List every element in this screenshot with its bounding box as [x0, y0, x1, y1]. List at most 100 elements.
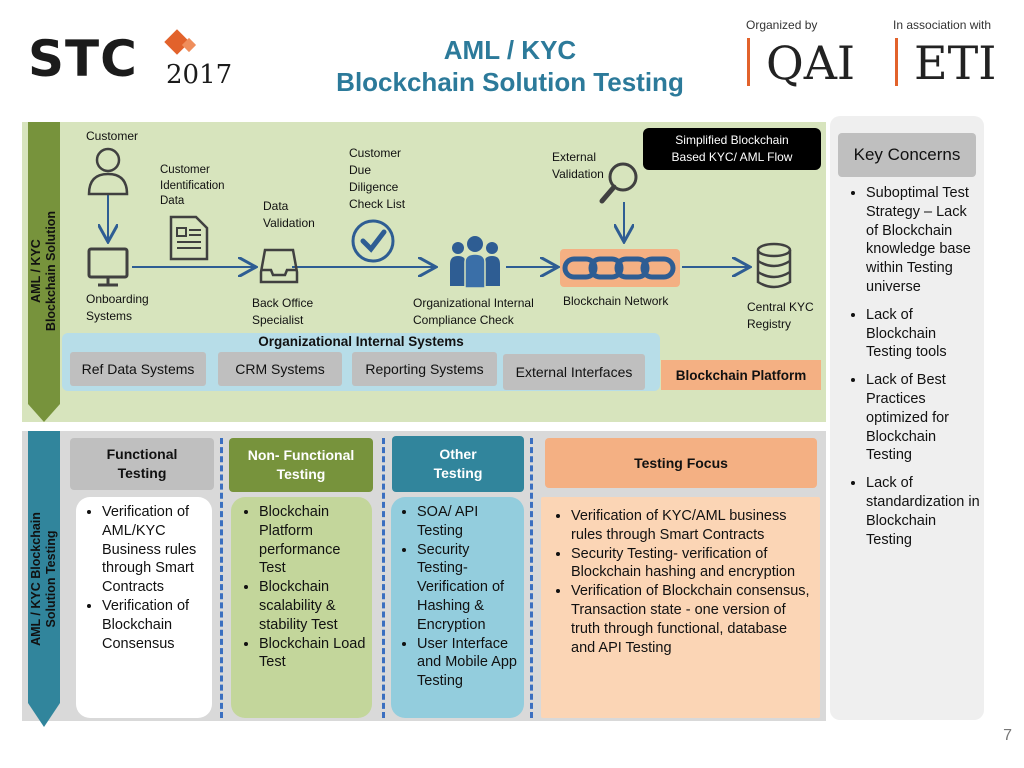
list-item: Blockchain Platform performance Test [259, 503, 368, 578]
page-title-line1: AML / KYC [443, 35, 577, 65]
page-title-line2: Blockchain Solution Testing [336, 67, 684, 97]
dd-line3: Diligence [349, 180, 399, 194]
sf-line1: Simplified Blockchain [675, 133, 789, 147]
association-label: In association with [893, 18, 992, 32]
separator-2 [382, 438, 385, 718]
back-office-label: Back Office Specialist [252, 295, 313, 329]
system-reporting: Reporting Systems [352, 352, 497, 386]
system-ref-data: Ref Data Systems [70, 352, 206, 386]
cr-line2: Registry [747, 317, 792, 331]
cid-line2: Identification [160, 179, 225, 192]
database-icon [756, 242, 792, 289]
separator-3 [530, 438, 533, 718]
list-item: Lack of Blockchain Testing tools [866, 306, 980, 362]
monitor-icon [87, 247, 129, 287]
customer-label: Customer [86, 129, 139, 143]
list-item: Security Testing- verification of Blockc… [571, 545, 812, 583]
list-item: Verification of Blockchain consensus, Tr… [571, 582, 812, 657]
customer-identification-label: Customer Identification Data [160, 163, 225, 210]
chain-icon [562, 256, 676, 280]
dd-line1: Customer [349, 146, 402, 160]
list-item: User Interface and Mobile App Testing [417, 635, 520, 691]
due-diligence-label: Customer Due Diligence Check List [349, 145, 405, 213]
dd-line2: Due [349, 163, 372, 177]
flow-side-arrow [28, 122, 60, 422]
cc-line1: Organizational Internal [413, 296, 534, 310]
stc-logo-text: STC [28, 30, 138, 88]
testing-side-label-line1: AML / KYC Blockchain [29, 512, 43, 646]
list-item: Verification of KYC/AML business rules t… [571, 507, 812, 545]
organizer-logo: QAI [766, 36, 856, 90]
external-validation-label: External Validation [552, 149, 604, 183]
key-concerns-panel [830, 116, 984, 720]
system-crm: CRM Systems [218, 352, 342, 386]
other-testing-list: SOA/ API Testing Security Testing- Verif… [391, 497, 524, 718]
functional-testing-header: Functional Testing [70, 438, 214, 490]
key-concerns-title: Key Concerns [838, 133, 976, 177]
testing-focus-list: Verification of KYC/AML business rules t… [541, 497, 820, 718]
stc-logo-year: 2017 [166, 60, 233, 90]
cid-line1: Customer [160, 164, 210, 176]
tf-h1: Testing Focus [634, 454, 728, 471]
bos-line2: Specialist [252, 313, 304, 327]
key-concerns-list: Suboptimal Test Strategy – Lack of Block… [840, 184, 980, 558]
associate-logo: ETI [914, 36, 997, 90]
page-number: 7 [1003, 727, 1012, 744]
ot-h2: Testing [433, 465, 483, 481]
cr-line1: Central KYC [747, 300, 814, 314]
list-item: Suboptimal Test Strategy – Lack of Block… [866, 184, 980, 297]
separator-1 [220, 438, 223, 718]
list-item: Lack of standardization in Blockchain Te… [866, 474, 980, 549]
ft-h1: Functional [106, 446, 178, 462]
nft-h1: Non- Functional [247, 447, 355, 463]
functional-testing-list: Verification of AML/KYC Business rules t… [76, 497, 212, 718]
cid-line3: Data [160, 195, 185, 207]
simplified-flow-tag: Simplified Blockchain Based KYC/ AML Flo… [643, 128, 821, 170]
dv-line1: Data [263, 199, 289, 213]
cc-line2: Compliance Check [413, 313, 514, 327]
compliance-check-label: Organizational Internal Compliance Check [413, 295, 534, 329]
group-icon [450, 236, 500, 289]
list-item: Verification of Blockchain Consensus [102, 597, 208, 653]
list-item: SOA/ API Testing [417, 503, 520, 541]
list-item: Security Testing- Verification of Hashin… [417, 541, 520, 635]
list-item: Blockchain scalability & stability Test [259, 578, 368, 634]
list-item: Lack of Best Practices optimized for Blo… [866, 371, 980, 465]
ot-h1: Other [439, 446, 477, 462]
bos-line1: Back Office [252, 296, 314, 310]
testing-side-label: AML / KYC Blockchain Solution Testing [29, 429, 59, 729]
central-registry-label: Central KYC Registry [747, 299, 814, 333]
ev-line2: Validation [552, 167, 604, 181]
onboarding-line2: Systems [86, 309, 133, 323]
magnifier-icon [599, 162, 638, 204]
user-icon [87, 147, 129, 196]
checkmark-icon [351, 219, 395, 263]
testing-side-arrow [28, 431, 60, 727]
ft-h2: Testing [117, 465, 167, 481]
blockchain-platform-tag: Blockchain Platform [661, 360, 821, 390]
inbox-icon [259, 248, 299, 284]
internal-systems-title: Organizational Internal Systems [258, 334, 464, 349]
system-external-interfaces: External Interfaces [503, 354, 645, 390]
testing-focus-header: Testing Focus [545, 438, 817, 488]
onboarding-line1: Onboarding [86, 292, 149, 306]
associate-accent-bar [895, 38, 898, 86]
testing-side-label-line2: Solution Testing [44, 530, 58, 628]
ev-line1: External [552, 150, 597, 164]
non-functional-testing-list: Blockchain Platform performance Test Blo… [231, 497, 372, 718]
onboarding-systems-label: Onboarding Systems [86, 291, 149, 325]
organizer-accent-bar [747, 38, 750, 86]
non-functional-testing-header: Non- Functional Testing [229, 438, 373, 492]
blockchain-network-label: Blockchain Network [563, 294, 669, 308]
list-item: Blockchain Load Test [259, 635, 368, 673]
list-item: Verification of AML/KYC Business rules t… [102, 503, 208, 597]
sf-line2: Based KYC/ AML Flow [671, 150, 793, 164]
dv-line2: Validation [263, 216, 315, 230]
document-icon [169, 215, 209, 261]
data-validation-label: Data Validation [263, 198, 315, 232]
other-testing-header: Other Testing [392, 436, 524, 492]
nft-h2: Testing [276, 466, 326, 482]
organized-by-label: Organized by [746, 18, 818, 32]
dd-line4: Check List [349, 197, 406, 211]
